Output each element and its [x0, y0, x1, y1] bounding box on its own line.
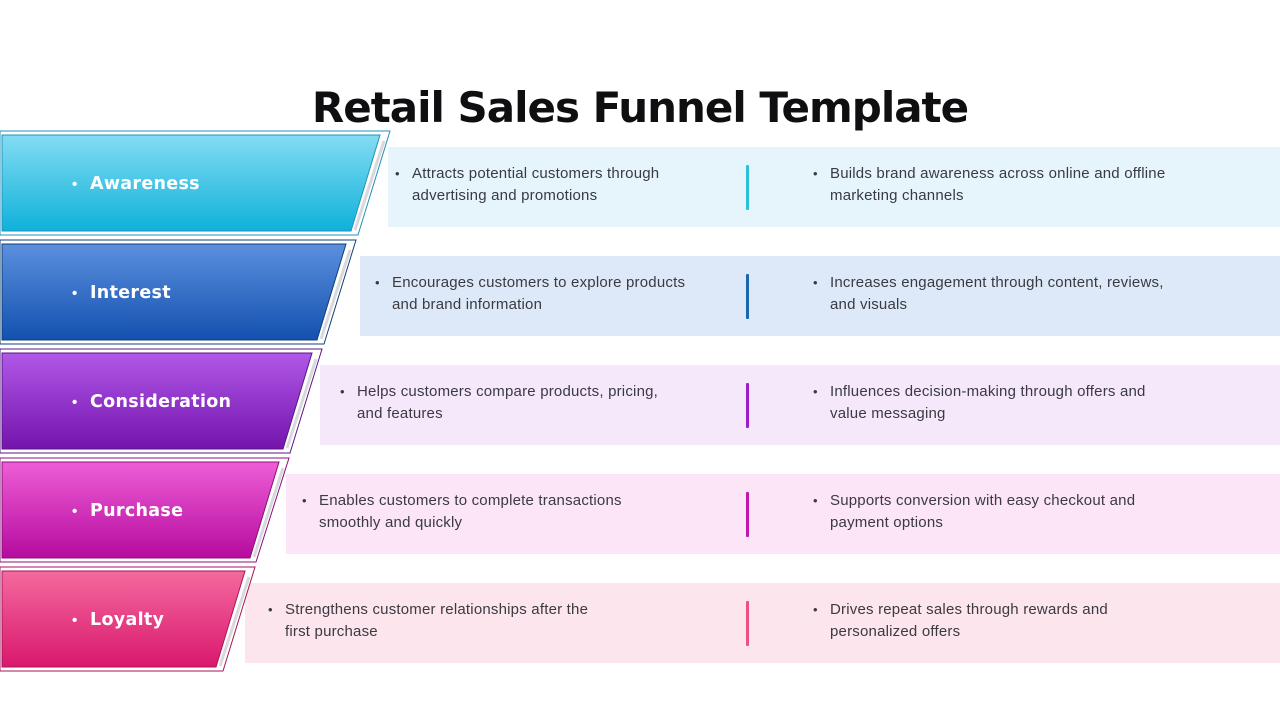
bullet-icon: •	[395, 166, 400, 181]
stage-left-note: • Enables customers to complete transact…	[302, 492, 622, 531]
row-divider	[746, 165, 749, 210]
stage-label-awareness: Awareness	[90, 174, 200, 194]
bullet-icon: •	[340, 384, 345, 399]
bullet-icon: •	[72, 176, 77, 193]
stage-row-band-purchase	[286, 474, 1280, 554]
funnel-segment-awareness: • Awareness	[0, 130, 391, 236]
stage-left-note: • Strengthens customer relationships aft…	[268, 601, 589, 640]
row-divider	[746, 492, 749, 537]
stage-right-note: • Influences decision-making through off…	[813, 383, 1146, 422]
bullet-icon: •	[72, 394, 77, 411]
funnel-segment-loyalty: • Loyalty	[0, 566, 256, 672]
bullet-icon: •	[72, 503, 77, 520]
stage-right-note: • Builds brand awareness across online a…	[813, 165, 1166, 204]
stage-row-band-loyalty	[245, 583, 1280, 663]
stage-right-note: • Supports conversion with easy checkout…	[813, 492, 1136, 531]
row-divider	[746, 601, 749, 646]
bullet-icon: •	[302, 493, 307, 508]
stage-row-band-interest	[360, 256, 1280, 336]
bullet-icon: •	[72, 612, 77, 629]
bullet-icon: •	[813, 493, 818, 508]
stage-label-consideration: Consideration	[90, 392, 231, 412]
stage-label-loyalty: Loyalty	[90, 610, 165, 630]
stage-row-band-awareness	[388, 147, 1280, 227]
page-title: Retail Sales Funnel Template	[311, 83, 969, 133]
bullet-icon: •	[813, 384, 818, 399]
stage-left-note: • Encourages customers to explore produc…	[375, 274, 686, 313]
funnel-segment-consideration: • Consideration	[0, 348, 323, 454]
stage-left-note: • Helps customers compare products, pric…	[340, 383, 659, 422]
bullet-icon: •	[268, 602, 273, 617]
bullet-icon: •	[813, 166, 818, 181]
stage-label-purchase: Purchase	[90, 501, 183, 521]
row-divider	[746, 383, 749, 428]
funnel-diagram: • Awareness • Interest • Consideration •…	[0, 130, 391, 672]
bullet-icon: •	[375, 275, 380, 290]
stage-right-note: • Increases engagement through content, …	[813, 274, 1164, 313]
stage-row-band-consideration	[320, 365, 1280, 445]
funnel-segment-purchase: • Purchase	[0, 457, 290, 563]
row-divider	[746, 274, 749, 319]
stage-label-interest: Interest	[90, 283, 171, 303]
bullet-icon: •	[813, 602, 818, 617]
bullet-icon: •	[72, 285, 77, 302]
stage-right-note: • Drives repeat sales through rewards an…	[813, 601, 1108, 640]
funnel-segment-interest: • Interest	[0, 239, 357, 345]
bullet-icon: •	[813, 275, 818, 290]
